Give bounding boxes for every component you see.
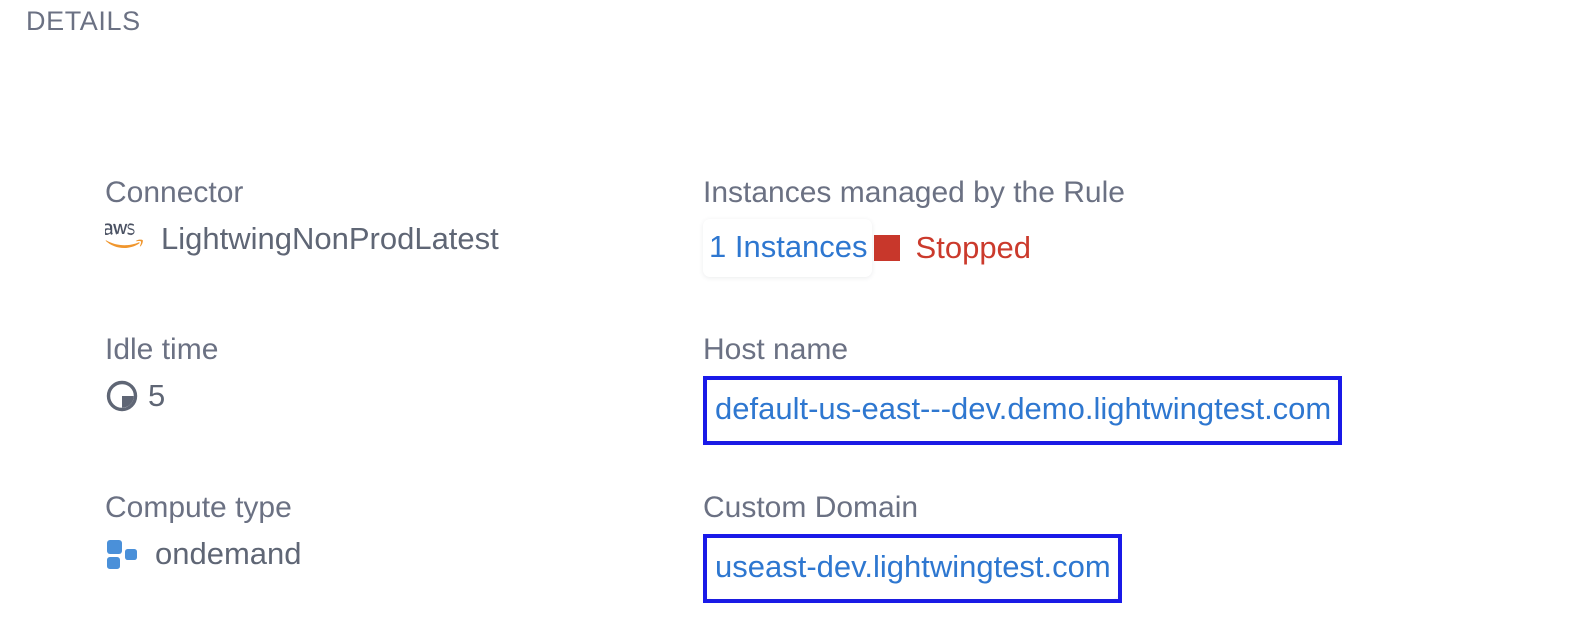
- host-name-annotation-box: default-us-east---dev.demo.lightwingtest…: [703, 376, 1343, 445]
- custom-domain-link[interactable]: useast-dev.lightwingtest.com: [707, 538, 1118, 599]
- custom-domain-value-row: useast-dev.lightwingtest.com: [703, 534, 1122, 603]
- status-badge: Stopped: [915, 230, 1032, 265]
- field-idle-time: Idle time 5: [105, 332, 218, 416]
- idle-time-value-row: 5: [105, 376, 218, 416]
- field-instances-managed: Instances managed by the Rule 1 Instance…: [703, 175, 1125, 277]
- aws-icon: [105, 222, 151, 256]
- connector-label: Connector: [105, 176, 244, 209]
- instances-managed-label: Instances managed by the Rule: [703, 176, 1125, 209]
- clock-icon: [105, 379, 139, 413]
- host-name-label: Host name: [703, 333, 849, 366]
- idle-time-label: Idle time: [105, 333, 219, 366]
- page-title: DETAILS: [26, 6, 141, 36]
- field-custom-domain: Custom Domain useast-dev.lightwingtest.c…: [703, 490, 1122, 603]
- compute-type-value-row: ondemand: [105, 534, 302, 574]
- red-square-icon: [873, 235, 900, 261]
- host-name-value-row: default-us-east---dev.demo.lightwingtest…: [703, 376, 1343, 445]
- instances-value-row: 1 Instances Stopped: [703, 219, 1125, 277]
- host-name-link[interactable]: default-us-east---dev.demo.lightwingtest…: [707, 380, 1339, 441]
- connector-value: LightwingNonProdLatest: [161, 221, 499, 256]
- idle-time-value: 5: [148, 378, 166, 413]
- custom-domain-annotation-box: useast-dev.lightwingtest.com: [703, 534, 1122, 603]
- field-host-name: Host name default-us-east---dev.demo.lig…: [703, 332, 1343, 445]
- compute-squares-icon: [105, 537, 145, 571]
- compute-type-value: ondemand: [155, 536, 302, 571]
- field-connector: Connector LightwingNon: [105, 175, 499, 259]
- custom-domain-label: Custom Domain: [703, 491, 919, 524]
- connector-value-row: LightwingNonProdLatest: [105, 219, 499, 259]
- field-compute-type: Compute type ondemand: [105, 490, 302, 574]
- compute-type-label: Compute type: [105, 491, 292, 524]
- instances-count-link[interactable]: 1 Instances: [703, 219, 872, 277]
